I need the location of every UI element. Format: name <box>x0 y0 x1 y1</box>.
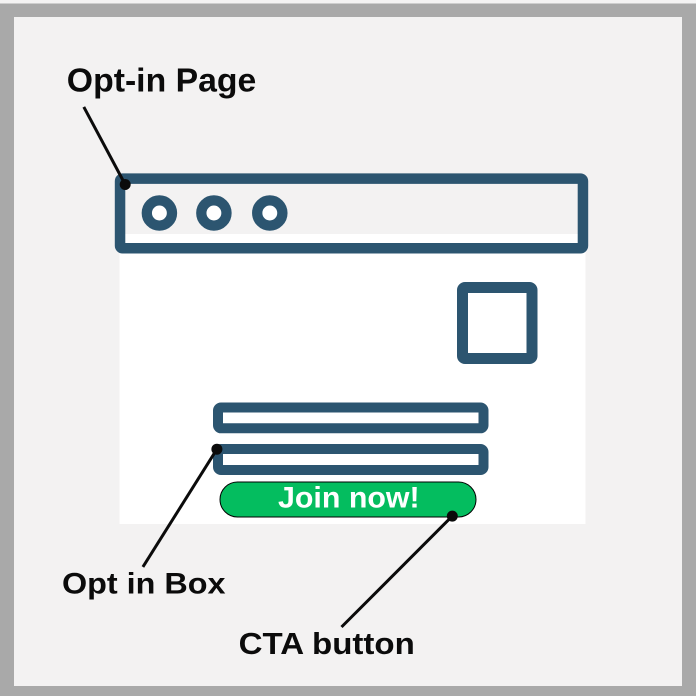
svg-text:Opt-in Page: Opt-in Page <box>67 63 256 100</box>
svg-text:CTA button: CTA button <box>239 626 415 661</box>
svg-text:Opt in Box: Opt in Box <box>62 567 226 600</box>
svg-text:Join now!: Join now! <box>278 482 420 514</box>
